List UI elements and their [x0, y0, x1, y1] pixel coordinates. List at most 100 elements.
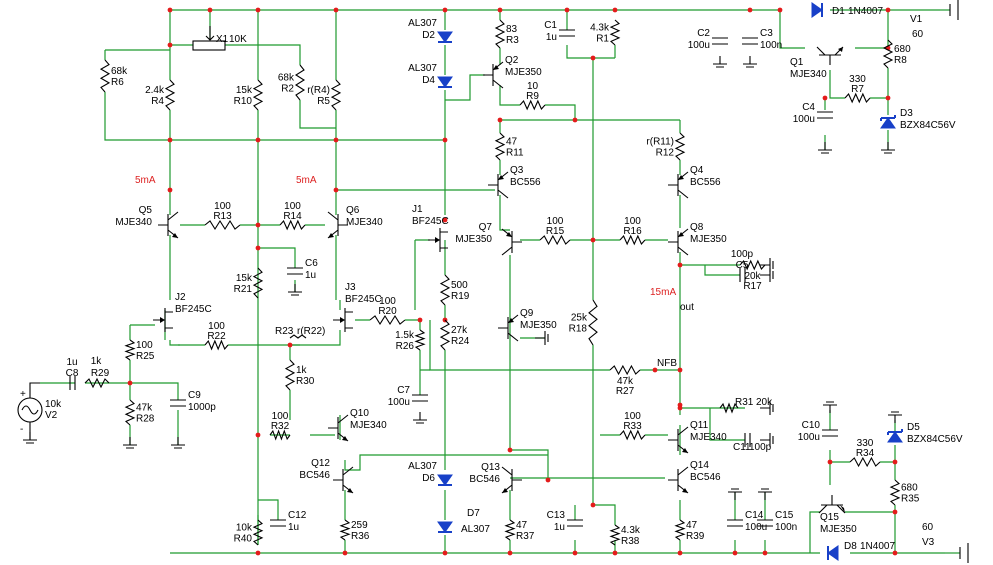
- q11-ref: Q11: [690, 420, 709, 431]
- junction-dot: [255, 432, 261, 438]
- c3-ref: C3: [760, 28, 773, 39]
- c12-ref: C12: [288, 510, 307, 521]
- r26-ref: R26: [396, 341, 415, 352]
- net-label-nfb: NFB: [657, 358, 677, 369]
- junction-dot: [333, 137, 339, 143]
- junction-dot: [167, 7, 173, 13]
- r34-ref: R34: [856, 448, 875, 459]
- d1-value: 1N4007: [848, 6, 883, 17]
- q14-value: BC546: [690, 472, 721, 483]
- r5-value: r(R4): [307, 85, 330, 96]
- voltage-source-v3: 60 V3: [922, 522, 969, 563]
- r39-ref: R39: [686, 531, 705, 542]
- r25-ref: R25: [136, 351, 155, 362]
- d6-ref: D6: [422, 473, 435, 484]
- c7-value: 100u: [388, 397, 410, 408]
- r35-ref: R35: [901, 494, 920, 505]
- r30-value: 1k: [296, 365, 308, 376]
- r3-ref: R3: [506, 35, 519, 46]
- r37-ref: R37: [516, 531, 535, 542]
- junction-dot: [442, 7, 448, 13]
- c10-value: 100u: [798, 432, 820, 443]
- junction-dot: [255, 550, 261, 556]
- junction-dot: [442, 217, 448, 223]
- c5-ref: C5: [736, 260, 749, 271]
- r10-value: 15k: [236, 85, 253, 96]
- r15-value: 100: [547, 216, 564, 227]
- c15-ref: C15: [775, 510, 794, 521]
- junction-dot: [677, 405, 683, 411]
- junction-dot: [127, 380, 133, 386]
- r39-value: 47: [686, 520, 698, 531]
- r6-value: 68k: [111, 66, 128, 77]
- r1-ref: R1: [596, 34, 609, 45]
- r9-ref: R9: [526, 91, 539, 102]
- v2-ref: V2: [45, 410, 58, 421]
- d4-ref: D4: [422, 75, 435, 86]
- r38-value: 4.3k: [621, 525, 641, 536]
- wires: [40, 9, 960, 554]
- junction-dot: [677, 262, 683, 268]
- junction-dot: [255, 137, 261, 143]
- c3-value: 100n: [760, 40, 782, 51]
- v3-ref: V3: [922, 537, 935, 548]
- svg-text:+: +: [20, 389, 26, 400]
- q5-value: MJE340: [115, 217, 152, 228]
- r19-value: 500: [451, 280, 468, 291]
- j1-value: BF245C: [412, 216, 449, 227]
- r20-ref: R20: [378, 306, 397, 317]
- junction-dot: [442, 137, 448, 143]
- ground-symbol: [413, 412, 427, 424]
- q11-value: MJE340: [690, 432, 727, 443]
- r11-value: 47: [506, 137, 518, 148]
- junction-dot: [590, 502, 596, 508]
- r13-value: 100: [214, 201, 231, 212]
- d3-ref: D3: [900, 108, 913, 119]
- r16-value: 100: [624, 216, 641, 227]
- r17-value: 20k: [744, 271, 761, 282]
- ground-symbol: [818, 142, 832, 154]
- q1-ref: Q1: [790, 57, 804, 68]
- junction-dot: [677, 550, 683, 556]
- ground-symbol: [713, 56, 727, 68]
- junction-dot: [167, 137, 173, 143]
- r40-value: 10k: [236, 523, 253, 534]
- q2-ref: Q2: [505, 55, 519, 66]
- r29-ref: R29: [91, 368, 110, 379]
- c10-ref: C10: [802, 420, 821, 431]
- c1-value: 1u: [546, 32, 557, 43]
- resistor-r5: r(R4)R5: [307, 79, 342, 111]
- q3-value: BC556: [510, 177, 541, 188]
- junction-dot: [885, 95, 891, 101]
- q8-value: MJE350: [690, 234, 727, 245]
